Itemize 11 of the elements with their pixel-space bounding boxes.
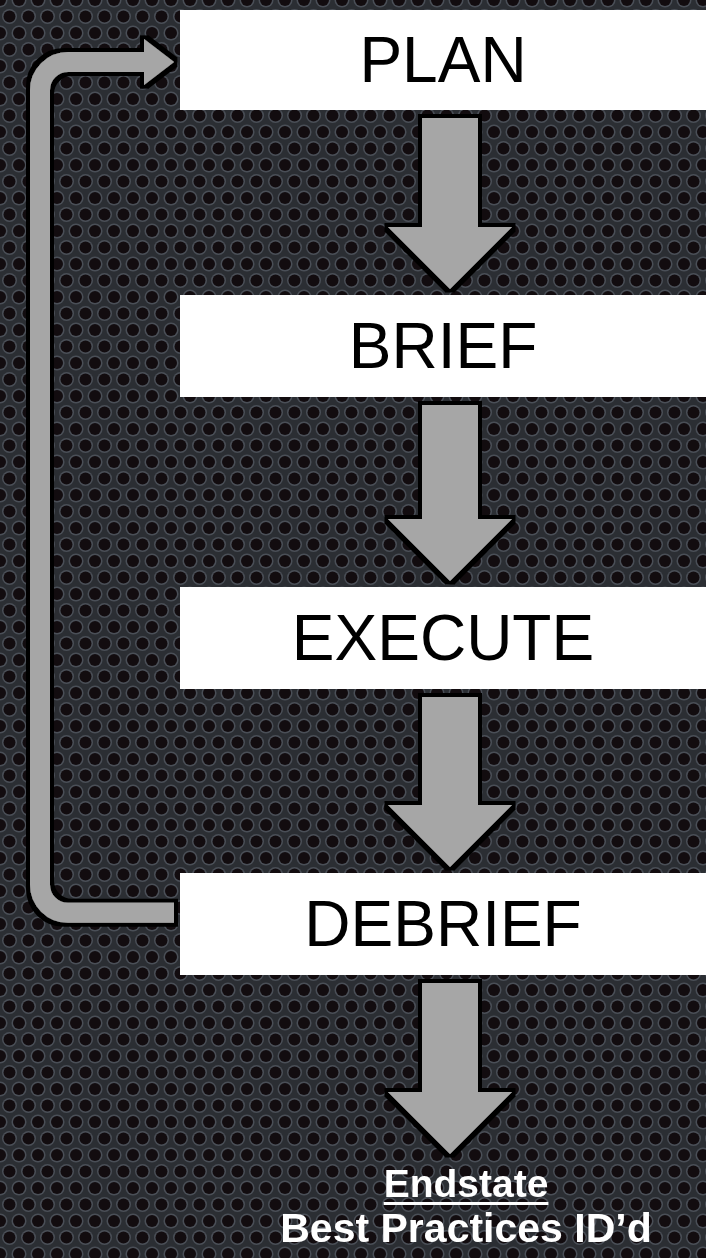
loop-back-arrow <box>30 39 174 923</box>
endstate-heading: Endstate <box>383 1163 549 1206</box>
step-label: BRIEF <box>348 314 538 378</box>
step-box <box>180 10 706 110</box>
step-box <box>180 295 706 397</box>
endstate-text: Best Practices ID’d <box>280 1205 652 1251</box>
step-box <box>180 873 706 975</box>
step-box <box>180 587 706 689</box>
step-label: EXECUTE <box>291 606 595 670</box>
step-label: DEBRIEF <box>304 892 582 956</box>
step-label: PLAN <box>359 28 527 92</box>
